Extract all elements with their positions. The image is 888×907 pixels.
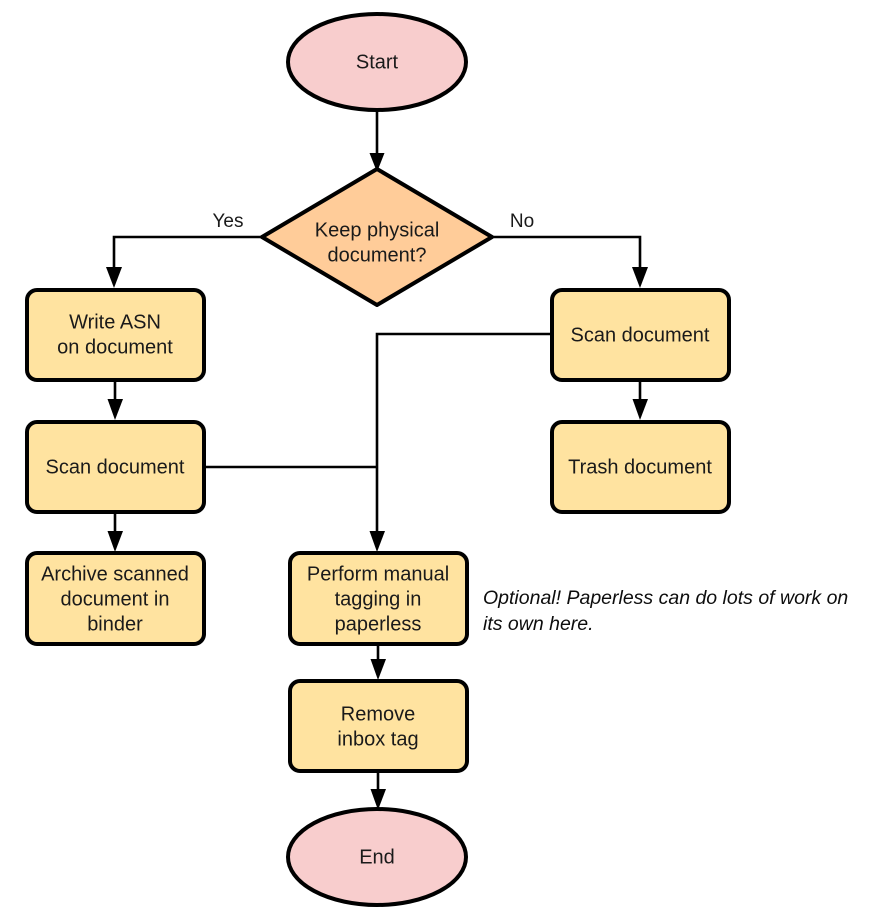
node-remove-inbox-tag[interactable]: Remove inbox tag xyxy=(288,679,469,773)
edges-layer xyxy=(106,110,648,810)
arrowhead-icon xyxy=(370,789,386,810)
edge-line xyxy=(375,332,552,540)
node-decision-label-line-2: document? xyxy=(328,244,427,266)
node-archive-binder-label-line-2: document in xyxy=(61,588,170,610)
edge-write-asn-to-scan-left xyxy=(107,380,123,420)
node-scan-document-left-label: Scan document xyxy=(46,456,185,478)
arrowhead-icon xyxy=(370,659,386,680)
node-trash-document-label: Trash document xyxy=(568,456,712,478)
node-end-label: End xyxy=(359,846,395,868)
node-archive-binder-label-line-1: Archive scanned xyxy=(41,563,189,585)
edge-line xyxy=(492,235,642,275)
edge-scan-right-to-trash xyxy=(632,380,648,420)
node-archive-binder[interactable]: Archive scanned document in binder xyxy=(25,551,206,646)
arrowhead-icon xyxy=(632,399,648,420)
node-write-asn-label-line-2: on document xyxy=(57,336,173,358)
node-manual-tagging-label-line-1: Perform manual xyxy=(307,563,449,585)
node-manual-tagging-label-line-3: paperless xyxy=(335,613,422,635)
arrowhead-icon xyxy=(632,267,648,288)
annotation-layer: Optional! Paperless can do lots of work … xyxy=(483,587,848,635)
edge-label-yes: Yes xyxy=(213,211,244,232)
nodes-layer: Start Keep physical document? Write ASN … xyxy=(25,12,731,907)
node-archive-binder-shape[interactable] xyxy=(25,551,206,646)
node-manual-tagging-label-line-2: tagging in xyxy=(335,588,422,610)
node-write-asn[interactable]: Write ASN on document xyxy=(25,288,206,382)
node-scan-document-right-label: Scan document xyxy=(571,324,710,346)
node-archive-binder-label-line-3: binder xyxy=(87,613,143,635)
node-end-shape[interactable] xyxy=(286,807,468,907)
edge-scan-left-to-archive xyxy=(107,512,123,552)
arrowhead-icon xyxy=(369,531,385,552)
node-remove-inbox-tag-label-line-2: inbox tag xyxy=(337,728,418,750)
node-scan-document-left[interactable]: Scan document xyxy=(25,420,206,514)
node-decision-label-line-1: Keep physical xyxy=(315,219,440,241)
edge-start-to-decision xyxy=(369,110,385,172)
node-write-asn-label-line-1: Write ASN xyxy=(69,311,161,333)
arrowhead-icon xyxy=(107,531,123,552)
arrowhead-icon xyxy=(106,267,122,288)
node-trash-document-shape[interactable] xyxy=(550,420,731,514)
node-scan-document-right-shape[interactable] xyxy=(550,288,731,382)
node-scan-document-right[interactable]: Scan document xyxy=(550,288,731,382)
arrowhead-icon xyxy=(369,153,385,172)
node-remove-inbox-tag-label-line-1: Remove xyxy=(341,703,415,725)
node-remove-inbox-tag-shape[interactable] xyxy=(288,679,469,773)
arrowhead-icon xyxy=(107,399,123,420)
node-manual-tagging[interactable]: Perform manual tagging in paperless xyxy=(288,551,469,646)
node-start-label: Start xyxy=(356,51,399,73)
optional-note-line-2: its own here. xyxy=(483,613,594,635)
node-keep-physical-document[interactable]: Keep physical document? xyxy=(260,167,494,307)
edge-line xyxy=(112,235,262,275)
node-decision-shape[interactable] xyxy=(260,167,494,307)
node-scan-document-left-shape[interactable] xyxy=(25,420,206,514)
node-manual-tagging-shape[interactable] xyxy=(288,551,469,646)
node-trash-document[interactable]: Trash document xyxy=(550,420,731,514)
edge-decision-yes-to-write-asn xyxy=(106,235,262,288)
edge-label-no: No xyxy=(510,211,534,232)
node-end[interactable]: End xyxy=(286,807,468,907)
node-write-asn-shape[interactable] xyxy=(25,288,206,382)
edge-manual-tagging-to-remove-inbox xyxy=(370,644,386,680)
optional-note-line-1: Optional! Paperless can do lots of work … xyxy=(483,587,848,609)
node-start-shape[interactable] xyxy=(286,12,468,112)
edge-decision-no-to-scan-right xyxy=(492,235,648,288)
edge-remove-inbox-to-end xyxy=(370,771,386,810)
node-start[interactable]: Start xyxy=(286,12,468,112)
edge-scan-right-to-manual-tagging xyxy=(369,332,552,552)
edge-labels-layer: Yes No xyxy=(213,211,535,232)
